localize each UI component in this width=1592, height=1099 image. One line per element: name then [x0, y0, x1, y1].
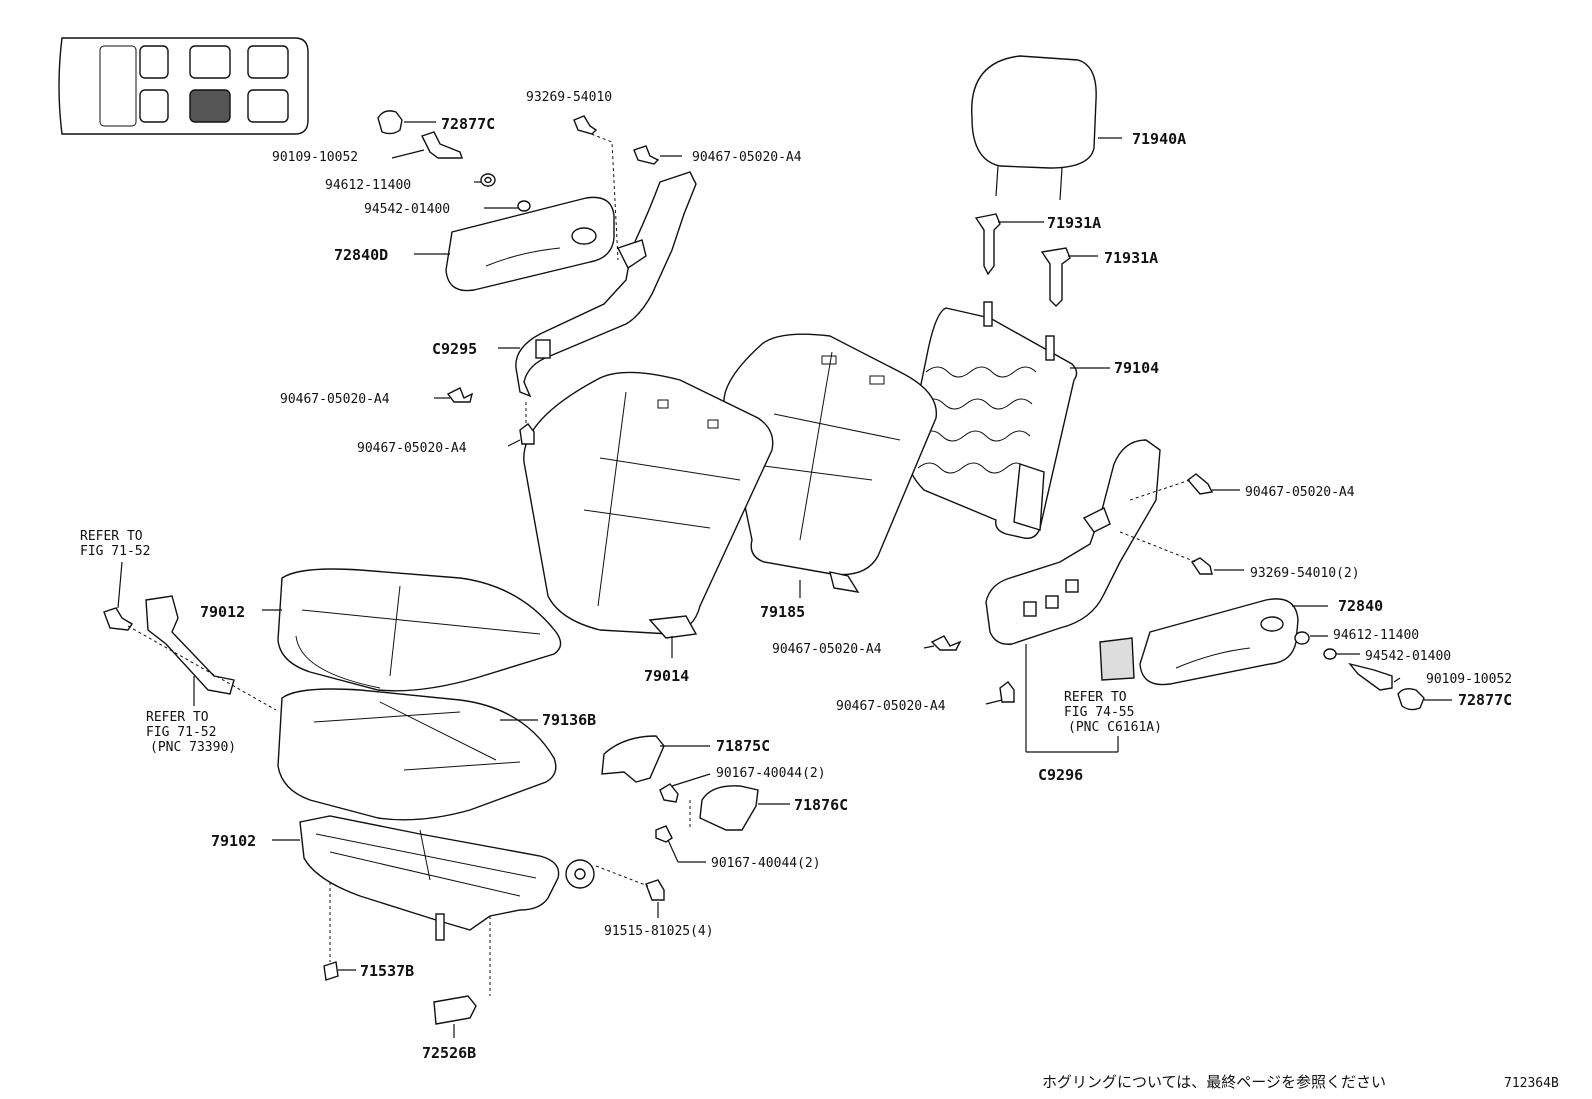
label-C9296: C9296: [1038, 766, 1083, 784]
label-72526B: 72526B: [422, 1044, 476, 1062]
clip-71537B: [323, 961, 339, 981]
label-93269-54010-top: 93269-54010: [526, 90, 612, 105]
label-71875C: 71875C: [716, 737, 770, 755]
label-71931A-top: 71931A: [1047, 214, 1101, 232]
label-90109-10052-left: 90109-10052: [272, 150, 358, 165]
washer-94542-01400-left: [517, 200, 531, 212]
seatback-frame-79104: [906, 301, 1078, 539]
label-90167-40044-bottom: 90167-40044(2): [711, 856, 821, 871]
recliner-cover-C9296: [985, 439, 1161, 645]
recliner-cover-C9295: [515, 171, 697, 398]
screw-93269-54010-top: [573, 115, 598, 135]
label-71931A-bottom: 71931A: [1104, 249, 1158, 267]
screw-90167-40044-a: [659, 783, 679, 803]
label-72840D: 72840D: [334, 246, 388, 264]
label-72877C-left: 72877C: [441, 115, 495, 133]
label-91515-81025: 91515-81025(4): [604, 924, 714, 939]
label-79104: 79104: [1114, 359, 1159, 377]
label-93269-54010-right: 93269-54010(2): [1250, 566, 1360, 581]
screw-90467-05020-A4-right-top: [1186, 473, 1214, 495]
cover-72526B: [433, 995, 477, 1025]
seat-cushion-frame-79102: [299, 815, 595, 941]
armrest-72840: [1139, 598, 1299, 686]
label-94612-11400-left: 94612-11400: [325, 178, 411, 193]
refer-note-c-line3: (PNC C6161A): [1068, 720, 1162, 735]
refer-note-c-line1: REFER TO: [1064, 690, 1127, 705]
label-79136B: 79136B: [542, 711, 596, 729]
bolt-refer-71-52: [103, 607, 133, 631]
bolt-91515-81025: [645, 879, 665, 901]
screw-90167-40044-b: [655, 825, 673, 843]
label-72877C-right: 72877C: [1458, 691, 1512, 709]
label-90467-mid: 90467-05020-A4: [280, 392, 390, 407]
label-sheet: [1099, 637, 1135, 681]
refer-note-b-line3: (PNC 73390): [150, 740, 236, 755]
label-90109-10052-right: 90109-10052: [1426, 672, 1512, 687]
seat-belt-buckle: [145, 595, 235, 695]
label-72840: 72840: [1338, 597, 1383, 615]
refer-note-a-line2: FIG 71-52: [80, 544, 150, 559]
label-90167-40044-top: 90167-40044(2): [716, 766, 826, 781]
screw-93269-54010-right: [1190, 557, 1213, 575]
bolt-90109-10052-left: [421, 131, 463, 159]
label-79102: 79102: [211, 832, 256, 850]
hog-ring-note: ホグリングについては、最終ページを参照ください: [1042, 1073, 1386, 1091]
screw-90467-05020-A4-mid: [446, 387, 474, 403]
label-94542-01400-right: 94542-01400: [1365, 649, 1451, 664]
cover-71875C: [601, 735, 665, 783]
screw-90467-05020-A4-top: [633, 145, 660, 165]
refer-note-c-line2: FIG 74-55: [1064, 705, 1134, 720]
seat-cushion-pad-79136B: [277, 688, 557, 821]
cap-72877C-right: [1397, 687, 1425, 711]
refer-note-b-line2: FIG 71-52: [146, 725, 216, 740]
headrest-71940A: [971, 55, 1097, 201]
label-71876C: 71876C: [794, 796, 848, 814]
refer-note-a-line1: REFER TO: [80, 529, 143, 544]
figure-id: 712364B: [1504, 1076, 1559, 1091]
label-90467-right-low: 90467-05020-A4: [836, 699, 946, 714]
washer-94542-01400-right: [1323, 648, 1337, 660]
leader-lines: [117, 121, 1452, 1038]
seatback-cover-79014: [523, 371, 774, 639]
screw-90467-05020-A4-right-low: [999, 681, 1015, 703]
bolt-90109-10052-right: [1348, 662, 1393, 691]
washer-94612-11400-right: [1294, 631, 1310, 645]
cap-72877C-left: [377, 110, 403, 135]
screw-90467-05020-A4-low: [519, 423, 535, 445]
washer-94612-11400-left: [480, 173, 496, 187]
label-90467-low: 90467-05020-A4: [357, 441, 467, 456]
label-94542-01400-left: 94542-01400: [364, 202, 450, 217]
label-79185: 79185: [760, 603, 805, 621]
armrest-72840D: [445, 196, 615, 292]
headrest-support-71931A-right: [1040, 247, 1071, 307]
refer-note-b-line1: REFER TO: [146, 710, 209, 725]
label-94612-11400-right: 94612-11400: [1333, 628, 1419, 643]
headrest-support-71931A-left: [974, 213, 1001, 276]
vehicle-seat-layout-icon: [58, 37, 309, 135]
label-C9295: C9295: [432, 340, 477, 358]
label-71537B: 71537B: [360, 962, 414, 980]
label-79014: 79014: [644, 667, 689, 685]
label-90467-right-top: 90467-05020-A4: [1245, 485, 1355, 500]
cover-71876C: [699, 785, 759, 831]
label-71940A: 71940A: [1132, 130, 1186, 148]
label-90467-top: 90467-05020-A4: [692, 150, 802, 165]
label-79012: 79012: [200, 603, 245, 621]
label-90467-right-mid: 90467-05020-A4: [772, 642, 882, 657]
seat-cushion-cover-79012: [277, 568, 562, 692]
screw-90467-05020-A4-right-mid: [930, 635, 962, 651]
